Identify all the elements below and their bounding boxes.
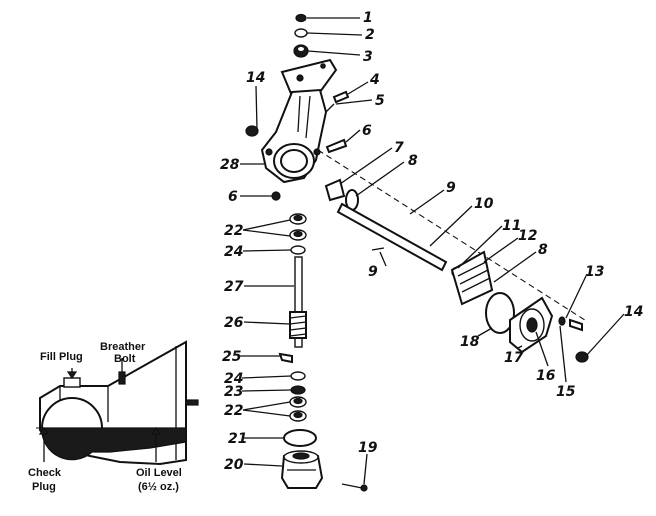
inset-bolt-right — [185, 399, 199, 406]
inset-label-breather-1: Breather — [100, 341, 146, 353]
plug-14-right — [575, 351, 589, 363]
callout-23: 23 — [224, 384, 243, 400]
top-nut — [295, 13, 307, 23]
part-number-callouts: 1 2 3 4 5 6 7 8 9 10 11 12 8 13 14 14 28… — [220, 10, 643, 473]
callout-21: 21 — [228, 431, 247, 447]
callout-13: 13 — [585, 264, 604, 280]
housing-bore — [273, 143, 315, 179]
callout-24-upper: 24 — [224, 244, 243, 260]
callout-1: 1 — [363, 10, 373, 26]
screw-6-upper — [325, 138, 348, 154]
callout-3: 3 — [363, 49, 373, 65]
callout-14-left: 14 — [246, 70, 265, 86]
bearing-7 — [324, 178, 346, 202]
callout-27: 27 — [224, 279, 244, 295]
screw-13 — [569, 318, 583, 332]
inset-label-breather-2: Bolt — [114, 353, 136, 365]
vertical-shaft-stack — [278, 213, 368, 492]
callout-22-lower: 22 — [224, 403, 243, 419]
callout-19: 19 — [358, 440, 378, 456]
callout-20: 20 — [224, 457, 244, 473]
callout-18: 18 — [460, 334, 480, 350]
screw-6-lower — [271, 191, 281, 201]
horizontal-shaft-10 — [336, 202, 448, 272]
callout-8-lower: 8 — [538, 242, 548, 258]
callout-17: 17 — [504, 350, 524, 366]
washer-24-upper — [290, 245, 306, 255]
callout-9-lower: 9 — [368, 264, 378, 280]
top-washer — [294, 28, 308, 38]
inset-fill-plug — [63, 377, 81, 388]
callout-8-upper: 8 — [408, 153, 418, 169]
washer-24-lower — [290, 371, 306, 381]
callout-6-upper: 6 — [362, 123, 372, 139]
callout-12: 12 — [518, 228, 537, 244]
washer-15 — [558, 316, 566, 326]
inset-label-oil-1: Oil Level — [136, 467, 182, 479]
callout-5: 5 — [375, 93, 385, 109]
inset-label-check-2: Plug — [32, 481, 56, 493]
oil-level-inset: Fill Plug Breather Bolt Check Plug Oil L… — [28, 340, 199, 493]
screw-4 — [332, 90, 350, 104]
callout-2: 2 — [365, 27, 375, 43]
callout-10: 10 — [474, 196, 494, 212]
leader-lines — [240, 17, 625, 485]
callout-11: 11 — [502, 218, 521, 234]
key-25 — [278, 352, 293, 364]
inset-label-oil-2: (6½ oz.) — [138, 481, 179, 493]
worm-shaft — [294, 256, 303, 348]
callout-7: 7 — [394, 140, 404, 156]
callout-9-upper: 9 — [446, 180, 456, 196]
callout-25: 25 — [222, 349, 242, 365]
inset-breather-bolt — [118, 371, 126, 385]
ring-23 — [290, 385, 306, 395]
horizontal-shaft-assembly — [317, 149, 589, 363]
inset-label-fill-plug: Fill Plug — [40, 351, 83, 363]
callout-4: 4 — [369, 72, 380, 88]
mounting-plate — [280, 58, 338, 98]
worm-gear — [289, 311, 307, 339]
callout-28: 28 — [220, 157, 240, 173]
bolt-19 — [360, 484, 368, 492]
o-ring-21 — [283, 429, 317, 447]
callout-15: 15 — [556, 384, 576, 400]
plug-14-left — [245, 125, 259, 137]
o-ring-18 — [485, 292, 515, 334]
housing-assembly — [245, 13, 350, 201]
callout-26: 26 — [224, 315, 244, 331]
callout-22-upper: 22 — [224, 223, 243, 239]
inset-label-check-1: Check — [28, 467, 62, 479]
callout-6-lower: 6 — [228, 189, 238, 205]
callout-14-right: 14 — [624, 304, 643, 320]
callout-24-lower: 24 — [224, 371, 243, 387]
callout-16: 16 — [536, 368, 556, 384]
